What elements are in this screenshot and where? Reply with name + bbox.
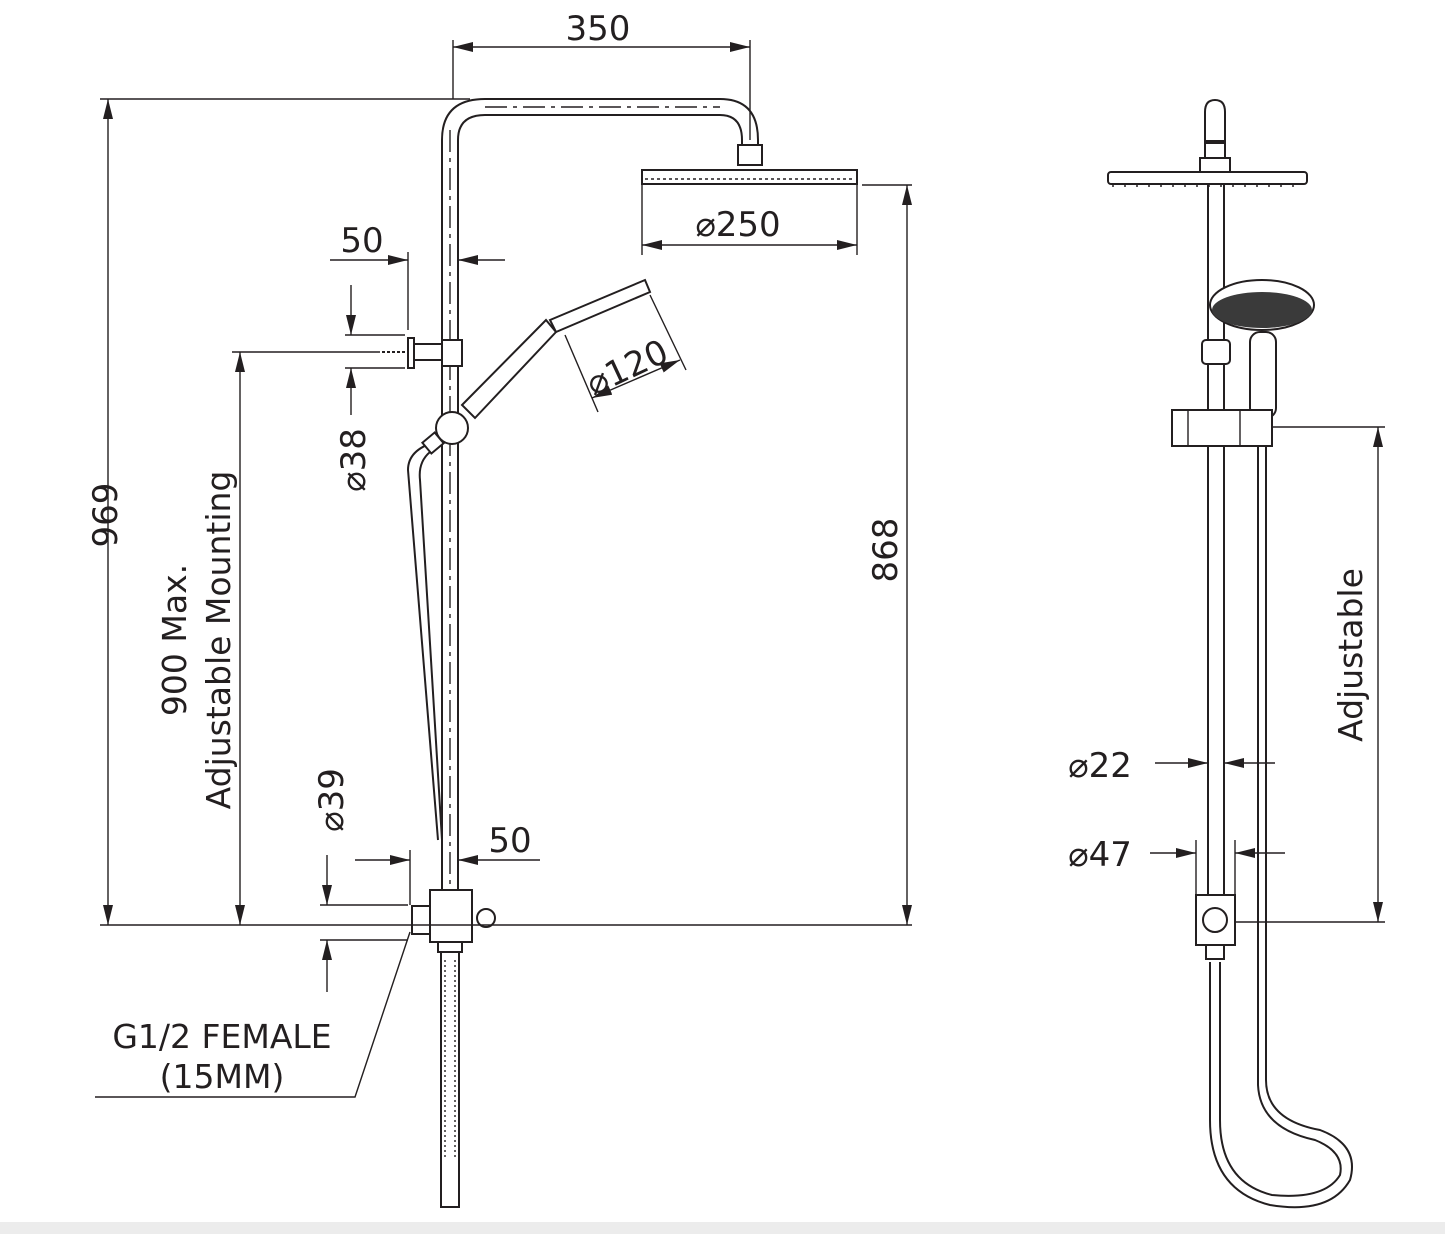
- dim-diameter-22: ⌀22: [1068, 746, 1132, 786]
- arm-connector: [737, 144, 763, 166]
- hose: [440, 951, 460, 1208]
- hand-shower: [406, 278, 652, 841]
- dim-50-bottom: 50: [488, 821, 531, 861]
- shower-rail: [441, 98, 759, 890]
- wall-bracket: [382, 337, 463, 369]
- dim-diameter-38: ⌀38: [334, 428, 374, 492]
- inlet-label-line1: G1/2 FEMALE: [112, 1017, 331, 1056]
- inlet-elbow: [411, 889, 496, 1208]
- bottom-edge: [0, 1222, 1445, 1234]
- inlet-label-line2: (15MM): [160, 1057, 285, 1096]
- side-slider: [1171, 409, 1273, 447]
- dim-350: 350: [566, 9, 631, 49]
- side-view: Adjustable ⌀22 ⌀47: [1068, 98, 1385, 1209]
- dim-868: 868: [866, 518, 906, 583]
- dim-969: 969: [86, 483, 126, 548]
- side-wall-bracket: [1201, 339, 1231, 365]
- dim-diameter-250: ⌀250: [695, 205, 780, 245]
- dim-diameter-47: ⌀47: [1068, 835, 1132, 875]
- dim-adjustable-mounting: Adjustable Mounting: [199, 471, 238, 810]
- front-view: 350 969 900 Max. Adjustable Mounting 868…: [86, 9, 912, 1208]
- dim-900-max: 900 Max.: [155, 564, 194, 716]
- dim-adjustable: Adjustable: [1331, 568, 1370, 742]
- dim-50-top: 50: [340, 221, 383, 261]
- dim-diameter-39: ⌀39: [312, 768, 352, 832]
- overhead-shower-head: [641, 169, 858, 185]
- dim-diameter-120: ⌀120: [580, 332, 674, 404]
- side-overhead-head: [1107, 171, 1308, 185]
- inlet-leader: [95, 931, 411, 1098]
